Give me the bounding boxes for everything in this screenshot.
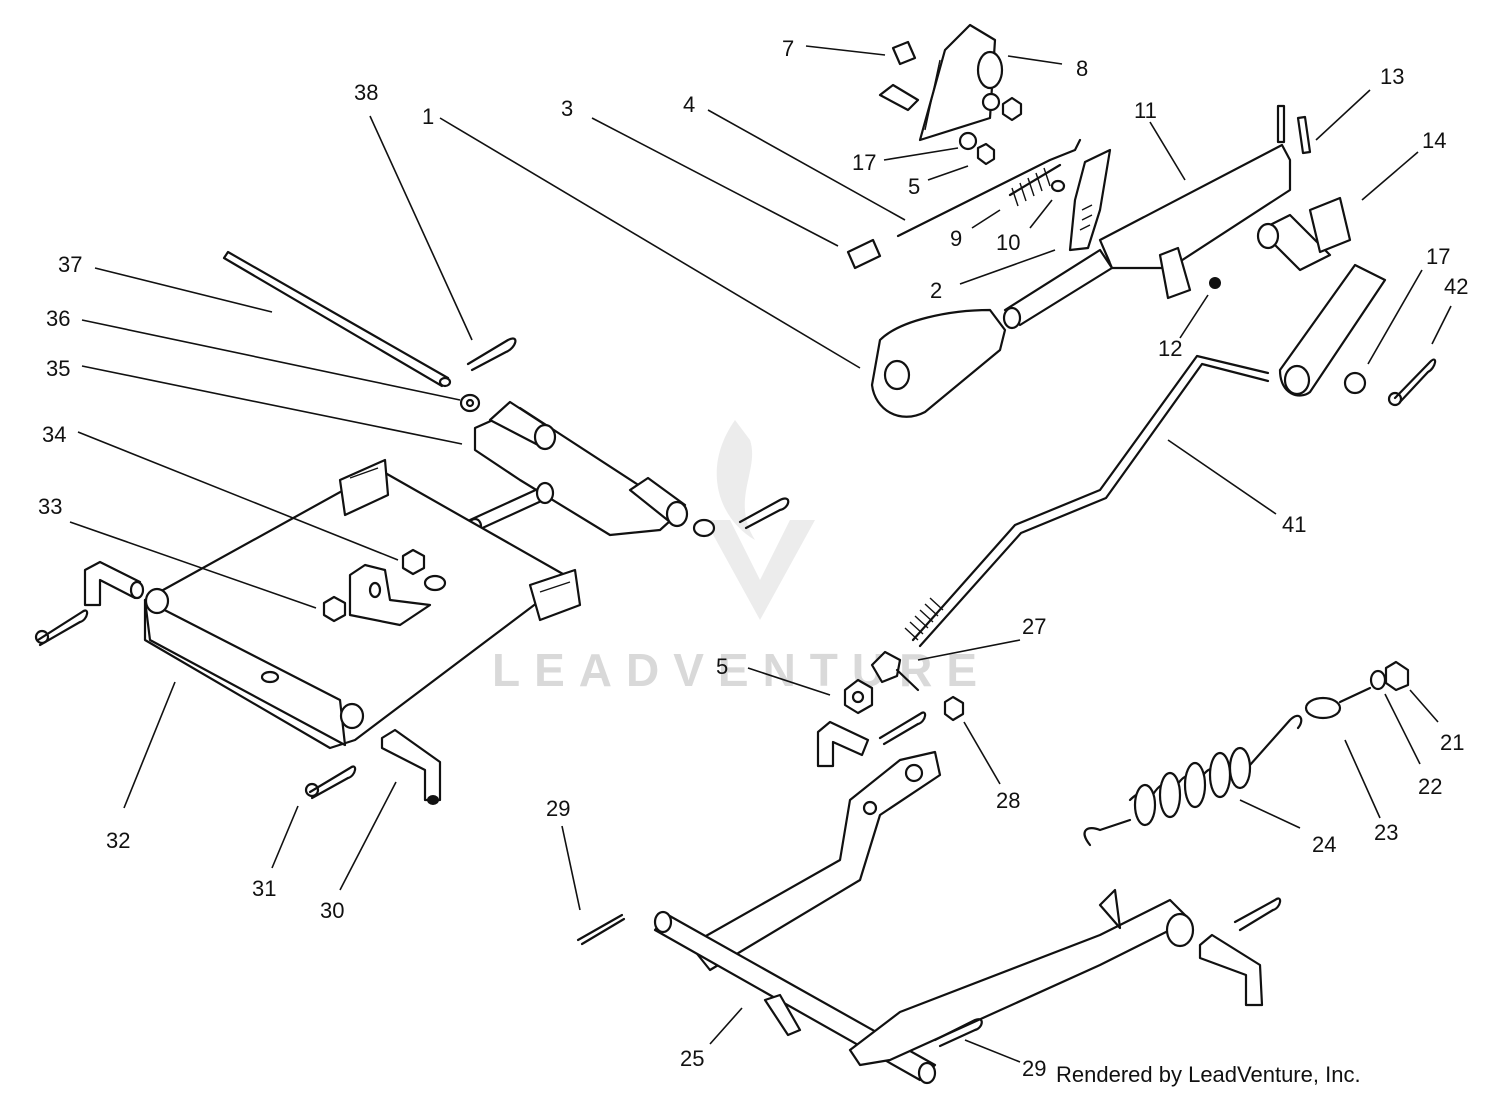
l-pin-part-30b bbox=[380, 728, 442, 805]
callout-30: 30 bbox=[320, 898, 344, 923]
callout-29a: 29 bbox=[546, 796, 570, 821]
quadrant-part-2 bbox=[1068, 148, 1112, 252]
callout-22: 22 bbox=[1418, 774, 1442, 799]
right-arm bbox=[1278, 263, 1437, 407]
front-hanger-part-25 bbox=[653, 750, 1195, 1085]
block-part-14 bbox=[1308, 196, 1352, 254]
callout-2: 2 bbox=[930, 278, 942, 303]
cotter-part-29 bbox=[576, 913, 626, 946]
callout-24: 24 bbox=[1312, 832, 1336, 857]
callout-33: 33 bbox=[38, 494, 62, 519]
callout-31: 31 bbox=[252, 876, 276, 901]
washer-part-36 bbox=[459, 393, 481, 413]
rod-part-37 bbox=[222, 250, 452, 388]
bracket-part-35 bbox=[467, 400, 790, 538]
callout-29b: 29 bbox=[1022, 1056, 1046, 1081]
callout-37: 37 bbox=[58, 252, 82, 277]
callout-21: 21 bbox=[1440, 730, 1464, 755]
hairpin-part-31b bbox=[304, 765, 357, 800]
callout-11: 11 bbox=[1134, 98, 1157, 123]
l-pin-front bbox=[1198, 897, 1282, 1007]
callout-25: 25 bbox=[680, 1046, 704, 1071]
callout-38: 38 bbox=[354, 80, 378, 105]
link-rod-part-4 bbox=[896, 138, 1082, 238]
nut-part-34 bbox=[401, 548, 426, 576]
callout-36: 36 bbox=[46, 306, 70, 331]
callout-5a: 5 bbox=[908, 174, 920, 199]
l-pin-part-30a bbox=[83, 560, 145, 607]
nut-part-33 bbox=[322, 595, 347, 623]
nut-part-5 bbox=[843, 678, 874, 715]
l-pin-lower bbox=[816, 711, 927, 768]
callout-9: 9 bbox=[950, 226, 962, 251]
pin-part-3 bbox=[846, 238, 882, 270]
callout-42: 42 bbox=[1444, 274, 1468, 299]
callout-23: 23 bbox=[1374, 820, 1398, 845]
washer-part-22 bbox=[1369, 669, 1387, 691]
callout-27: 27 bbox=[1022, 614, 1046, 639]
callout-1: 1 bbox=[422, 104, 434, 129]
trunnion-part-27 bbox=[870, 650, 920, 692]
callout-13: 13 bbox=[1380, 64, 1404, 89]
callout-28: 28 bbox=[996, 788, 1020, 813]
callout-32: 32 bbox=[106, 828, 130, 853]
eyebolt-part-23 bbox=[1304, 686, 1372, 720]
callout-17b: 17 bbox=[1426, 244, 1450, 269]
lift-arm-part-1 bbox=[870, 308, 1007, 418]
callout-17a: 17 bbox=[852, 150, 876, 175]
callout-35: 35 bbox=[46, 356, 70, 381]
callout-41: 41 bbox=[1282, 512, 1306, 537]
callout-4: 4 bbox=[683, 92, 695, 117]
hairpin-part-38 bbox=[466, 337, 517, 372]
callout-34: 34 bbox=[42, 422, 66, 447]
adjust-plate-parts-7-8 bbox=[878, 23, 1023, 166]
callout-12: 12 bbox=[1158, 336, 1182, 361]
nut-part-28 bbox=[943, 695, 965, 722]
callout-labels: 1 2 3 4 5 5 7 8 9 10 11 12 13 14 17 17 2… bbox=[38, 36, 1468, 1081]
leader-lines bbox=[69, 45, 1452, 1063]
lift-rod-part-41 bbox=[904, 354, 1270, 648]
hanger-plate-part-32 bbox=[143, 458, 582, 750]
callout-3: 3 bbox=[561, 96, 573, 121]
callout-8: 8 bbox=[1076, 56, 1088, 81]
callout-14: 14 bbox=[1422, 128, 1446, 153]
callout-7: 7 bbox=[782, 36, 794, 61]
callout-10: 10 bbox=[996, 230, 1020, 255]
spring-part-24 bbox=[1083, 714, 1303, 847]
nut-part-21 bbox=[1384, 660, 1410, 692]
callout-5b: 5 bbox=[716, 654, 728, 679]
lift-shaft-part-11 bbox=[1002, 143, 1332, 330]
hairpin-part-31a bbox=[34, 609, 89, 647]
footer-credit: Rendered by LeadVenture, Inc. bbox=[1056, 1062, 1361, 1087]
key-part-13 bbox=[1276, 104, 1312, 155]
